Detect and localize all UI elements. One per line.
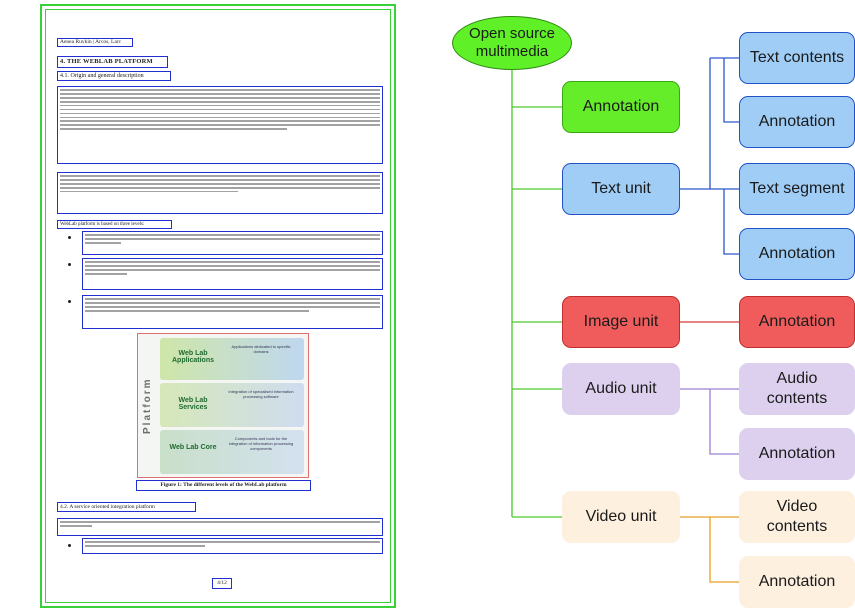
figure-panel-3-logo: Web Lab Core [169, 444, 217, 451]
node-video-unit-label: Video unit [585, 508, 657, 525]
subsection-title-1: 4.1. Origin and general description [57, 71, 171, 81]
connector-video-branch [680, 516, 739, 583]
node-audio-unit: Audio unit [562, 363, 680, 415]
figure-panel-2-note: Integration of specialised information p… [228, 389, 294, 399]
bullet-item-1 [82, 231, 383, 255]
paragraph-1 [57, 86, 383, 164]
bullet-item-4 [82, 538, 383, 554]
bullet-dot [68, 300, 71, 303]
node-video-contents: Video contents [739, 491, 855, 543]
node-annotation-root: Annotation [562, 81, 680, 133]
node-audio-unit-label: Audio unit [585, 380, 657, 397]
paragraph-4 [57, 518, 383, 536]
figure-panel-services: Web Lab Services Integration of speciali… [160, 383, 304, 427]
node-text-segment-label: Text segment [749, 180, 845, 197]
node-audio-annotation: Annotation [739, 428, 855, 480]
root-node: Open source multimedia [452, 16, 572, 70]
node-image-unit: Image unit [562, 296, 680, 348]
paragraph-2 [57, 172, 383, 214]
section-title: 4. THE WEBLAB PLATFORM [57, 56, 168, 68]
node-annotation-root-label: Annotation [582, 98, 660, 115]
bullet-dot [68, 236, 71, 239]
node-text-contents-label: Text contents [749, 49, 845, 66]
node-text-segment-annotation-label: Annotation [758, 245, 836, 262]
node-video-annotation-label: Annotation [758, 573, 836, 590]
node-image-unit-label: Image unit [583, 313, 659, 330]
node-video-annotation: Annotation [739, 556, 855, 608]
document-header: Aenea Ruvkin | Arcos, Larc [57, 38, 133, 47]
connector-audio-branch [680, 388, 739, 455]
figure-panel-2-logo: Web Lab Services [178, 397, 208, 411]
connector-text-contents-annotation [723, 58, 739, 123]
bullet-dot [68, 544, 71, 547]
node-text-contents-annotation-label: Annotation [758, 113, 836, 130]
node-text-unit-label: Text unit [591, 180, 651, 197]
node-image-annotation: Annotation [739, 296, 855, 348]
bullet-item-2 [82, 258, 383, 290]
figure-1: Platform Web Lab Applications Applicatio… [137, 333, 309, 478]
node-video-contents-label: Video contents [766, 498, 828, 535]
subsection-title-2: 4.2. A service oriented integration plat… [57, 502, 196, 512]
node-text-segment-annotation: Annotation [739, 228, 855, 280]
document-page [40, 4, 396, 608]
bullet-item-3 [82, 295, 383, 329]
figure-panel-3-note: Components and tools for the integration… [228, 436, 294, 451]
paragraph-3-intro: WebLab platform is based on three levels… [57, 220, 172, 229]
node-text-contents-annotation: Annotation [739, 96, 855, 148]
node-audio-contents: Audio contents [739, 363, 855, 415]
figure-panel-applications: Web Lab Applications Applications dedica… [160, 338, 304, 380]
node-audio-annotation-label: Annotation [758, 445, 836, 462]
bullet-dot [68, 263, 71, 266]
connector-text-segment-annotation [723, 189, 739, 255]
document-page-inner-border [45, 9, 391, 603]
node-video-unit: Video unit [562, 491, 680, 543]
connector-text-unit-branch [680, 57, 739, 190]
node-text-contents: Text contents [739, 32, 855, 84]
figure-caption: Figure 1: The different levels of the We… [136, 480, 311, 491]
node-audio-contents-label: Audio contents [766, 370, 828, 407]
figure-panel-1-logo: Web Lab Applications [171, 350, 214, 364]
node-text-segment: Text segment [739, 163, 855, 215]
page-number: 4/12 [212, 578, 232, 589]
figure-panel-core: Web Lab Core Components and tools for th… [160, 430, 304, 474]
root-node-label: Open source multimedia [469, 25, 555, 60]
node-text-unit: Text unit [562, 163, 680, 215]
figure-panel-1-note: Applications dedicated to specific domai… [231, 344, 291, 354]
node-image-annotation-label: Annotation [758, 313, 836, 330]
